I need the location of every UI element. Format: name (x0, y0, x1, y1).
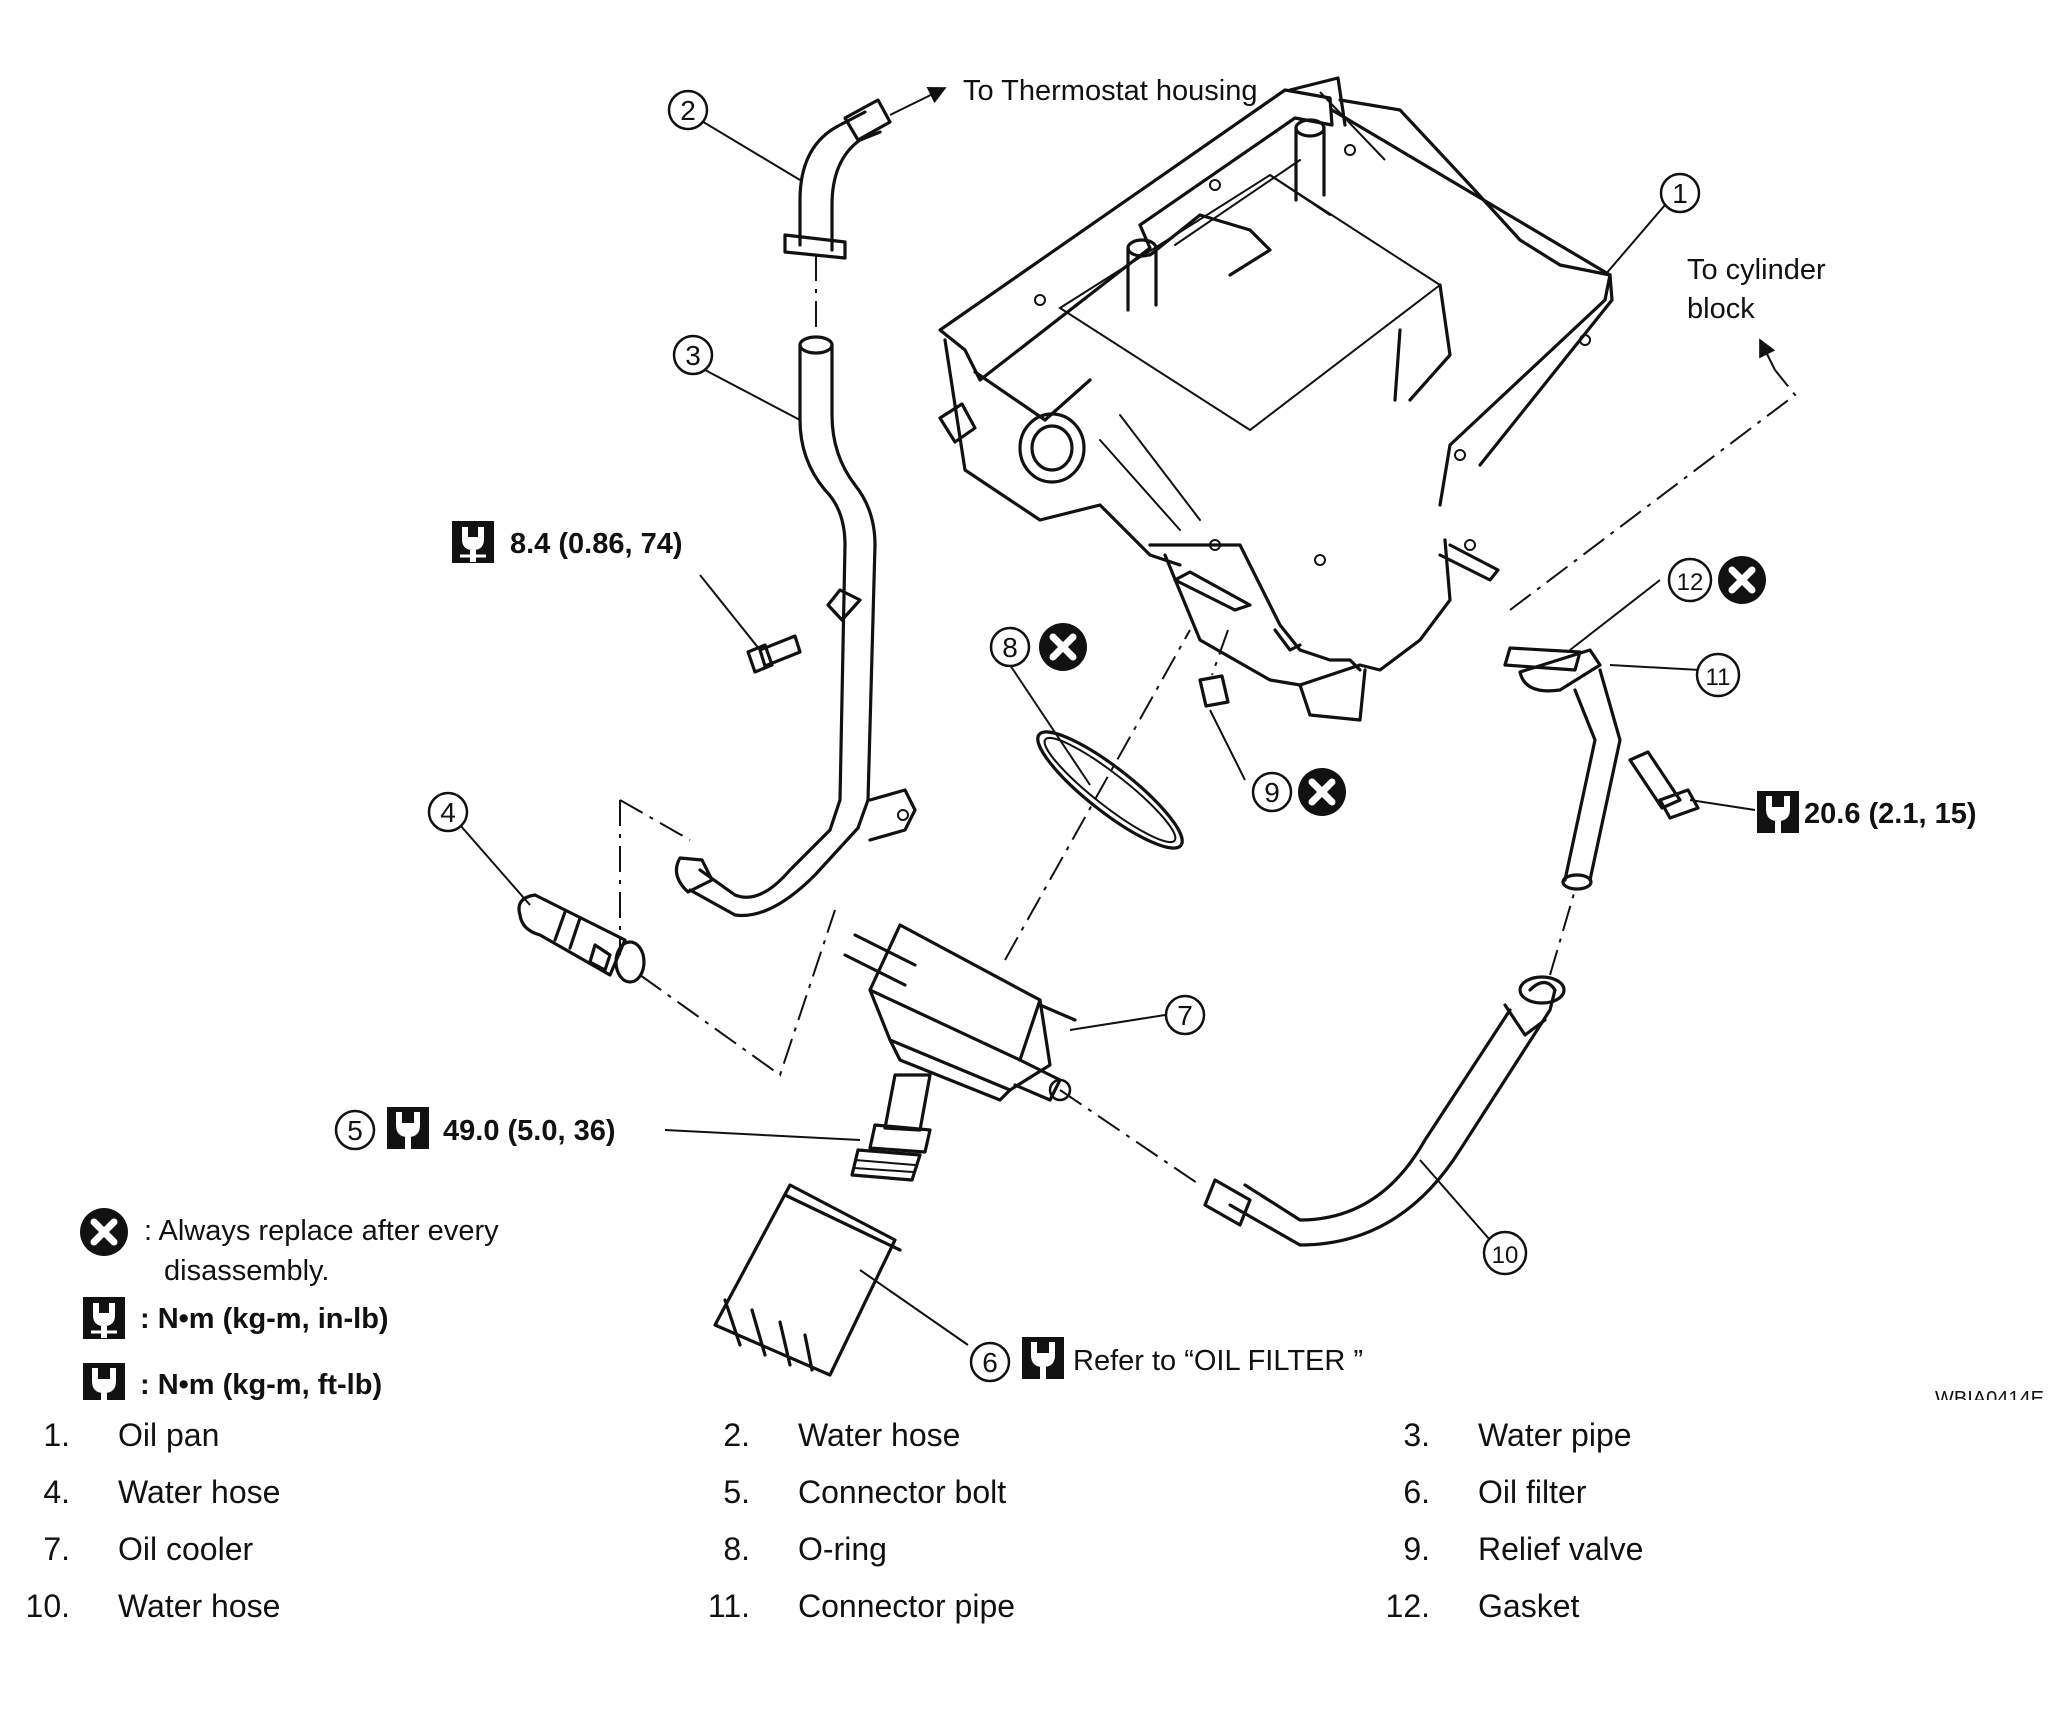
svg-text:5: 5 (347, 1115, 363, 1146)
gasket (1503, 646, 1582, 672)
callout-1: 1 (1659, 172, 1701, 214)
parts-list: 1. Oil pan 2. Water hose 3. Water pipe 4. Wa… (0, 1415, 2048, 1675)
callout-3: 3 (672, 334, 714, 376)
legend-replace-text: : Always replace after every (144, 1215, 499, 1247)
callout-5: 5 (334, 1109, 376, 1151)
water-hose-lower (1203, 975, 1566, 1247)
list-item-name: Water hose (798, 1417, 961, 1453)
list-item-number: 10. (25, 1588, 70, 1624)
svg-text:12: 12 (1677, 569, 1704, 596)
water-pipe (674, 335, 917, 918)
x-circle-icon (1718, 556, 1766, 604)
torque-wrench-inlb-icon (450, 519, 496, 565)
torque-wrench-ftlb-icon (387, 1107, 429, 1149)
bolt-water-pipe (746, 634, 802, 674)
torque-spec-connector-bolt: 49.0 (5.0, 36) (443, 1115, 616, 1147)
callout-8: 8 (989, 626, 1031, 668)
callout-4: 4 (427, 791, 469, 833)
oil-filter (713, 1183, 902, 1377)
list-item-number: 1. (43, 1417, 70, 1453)
callout-7: 7 (1164, 994, 1206, 1036)
list-item-name: Oil filter (1478, 1474, 1587, 1510)
torque-wrench-ftlb-icon (1022, 1337, 1064, 1379)
list-item-name: Oil pan (118, 1417, 220, 1453)
svg-text:10: 10 (1492, 1242, 1519, 1269)
legend-replace-text-2: disassembly. (164, 1255, 329, 1287)
list-item-number: 3. (1403, 1417, 1430, 1453)
x-circle-icon (1039, 623, 1087, 671)
list-item-number: 5. (723, 1474, 750, 1510)
figure-code: WBIA0414E (1935, 1388, 2044, 1400)
legend-inlb-text: : N•m (kg-m, in-lb) (140, 1303, 389, 1335)
x-circle-icon (1298, 768, 1346, 816)
bolt-connector-pipe (1628, 750, 1700, 820)
list-item-number: 12. (1385, 1588, 1430, 1624)
list-item-name: O-ring (798, 1531, 887, 1567)
callout-6: 6 (969, 1341, 1011, 1383)
exploded-diagram: 1 2 3 4 5 6 7 8 9 10 11 12 To Thermostat… (0, 75, 2044, 1400)
torque-spec-water-pipe-bolt: 8.4 (0.86, 74) (510, 528, 683, 560)
torque-wrench-ftlb-icon (1757, 791, 1799, 833)
leader-lines (459, 91, 1756, 1346)
svg-text:11: 11 (1706, 664, 1731, 691)
relief-valve (1198, 674, 1230, 708)
torque-wrench-ftlb-icon (83, 1363, 125, 1400)
list-item-name: Gasket (1478, 1588, 1580, 1624)
list-item-name: Relief valve (1478, 1531, 1644, 1567)
to-thermostat-label: To Thermostat housing (963, 75, 1257, 107)
list-item-number: 8. (723, 1531, 750, 1567)
svg-text:4: 4 (440, 797, 456, 828)
callout-10: 10 (1482, 1230, 1528, 1276)
water-hose-small (517, 893, 646, 984)
callout-12: 12 (1667, 557, 1713, 603)
svg-text:8: 8 (1002, 632, 1018, 663)
to-cylinder-label-2: block (1687, 293, 1755, 325)
list-item-number: 9. (1403, 1531, 1430, 1567)
callout-11: 11 (1695, 652, 1741, 698)
list-item-name: Connector bolt (798, 1474, 1007, 1510)
svg-text:2: 2 (680, 95, 696, 126)
oil-filter-reference: Refer to “OIL FILTER ” (1073, 1345, 1363, 1377)
svg-text:6: 6 (982, 1347, 998, 1378)
o-ring (1036, 730, 1184, 850)
list-item-number: 4. (43, 1474, 70, 1510)
connector-bolt (850, 1073, 932, 1182)
callout-9: 9 (1251, 771, 1293, 813)
legend-ftlb-text: : N•m (kg-m, ft-lb) (140, 1369, 382, 1400)
torque-wrench-inlb-icon (81, 1295, 127, 1341)
assembly-lines (619, 255, 1797, 1186)
list-item-name: Connector pipe (798, 1588, 1016, 1624)
water-hose-upper (783, 87, 947, 260)
list-item-name: Oil cooler (118, 1531, 254, 1567)
list-item-name: Water hose (118, 1588, 281, 1624)
oil-cooler (843, 923, 1077, 1102)
to-cylinder-label: To cylinder (1687, 254, 1826, 286)
svg-text:3: 3 (685, 340, 701, 371)
x-circle-icon (80, 1208, 128, 1256)
list-item-number: 11. (707, 1588, 750, 1624)
callout-2: 2 (667, 89, 709, 131)
torque-spec-connector-pipe-bolt: 20.6 (2.1, 15) (1804, 798, 1977, 830)
list-item-name: Water hose (118, 1474, 281, 1510)
oil-pan (938, 76, 1614, 722)
connector-pipe (1518, 648, 1622, 891)
svg-text:9: 9 (1264, 777, 1280, 808)
list-item-number: 7. (43, 1531, 70, 1567)
svg-text:7: 7 (1177, 1000, 1193, 1031)
legend: : Always replace after every disassembly… (80, 1208, 499, 1400)
list-item-number: 2. (723, 1417, 750, 1453)
list-item-number: 6. (1403, 1474, 1430, 1510)
list-item-name: Water pipe (1478, 1417, 1632, 1453)
svg-text:1: 1 (1672, 178, 1688, 209)
